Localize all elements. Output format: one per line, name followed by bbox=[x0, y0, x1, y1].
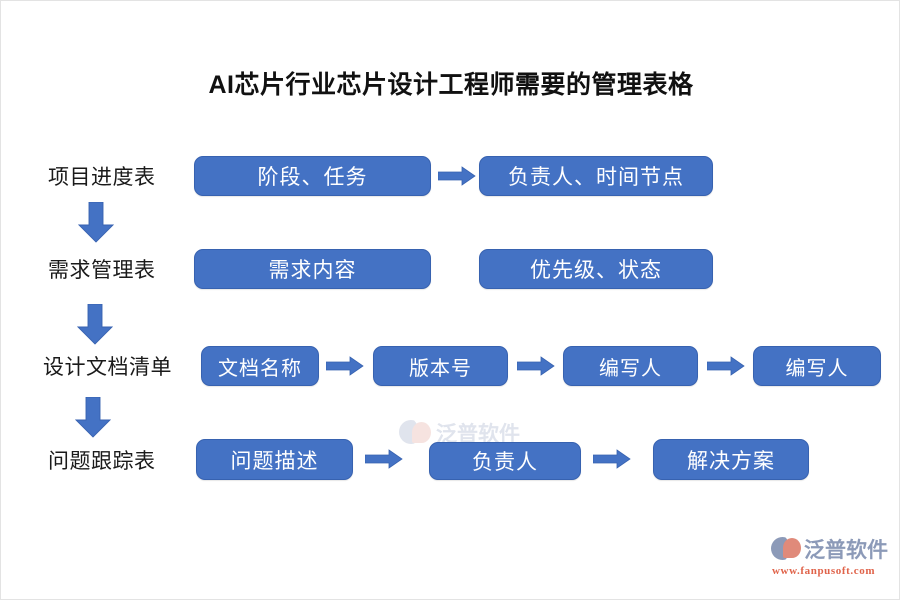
arrow-right-icon bbox=[593, 449, 631, 469]
arrow-down-icon bbox=[78, 202, 114, 243]
node-requirement-content[interactable]: 需求内容 bbox=[194, 249, 431, 289]
brand-name: 泛普软件 bbox=[804, 539, 888, 562]
node-issue-owner[interactable]: 负责人 bbox=[429, 442, 581, 480]
node-solution[interactable]: 解决方案 bbox=[653, 439, 809, 480]
arrow-right-icon bbox=[365, 449, 403, 469]
node-priority-status[interactable]: 优先级、状态 bbox=[479, 249, 713, 289]
arrow-down-icon bbox=[77, 304, 113, 345]
row-label-design-doc-list: 设计文档清单 bbox=[43, 355, 172, 379]
node-stage-task[interactable]: 阶段、任务 bbox=[194, 156, 431, 196]
node-author-1[interactable]: 编写人 bbox=[563, 346, 698, 386]
node-author-2[interactable]: 编写人 bbox=[753, 346, 881, 386]
watermark-mark-icon bbox=[399, 418, 433, 448]
row-label-requirement-management: 需求管理表 bbox=[48, 258, 156, 282]
node-issue-description[interactable]: 问题描述 bbox=[196, 439, 353, 480]
arrow-right-icon bbox=[438, 166, 476, 186]
arrow-right-icon bbox=[517, 356, 555, 376]
page-title: AI芯片行业芯片设计工程师需要的管理表格 bbox=[208, 71, 694, 99]
node-owner-milestone[interactable]: 负责人、时间节点 bbox=[479, 156, 713, 196]
node-version-number[interactable]: 版本号 bbox=[373, 346, 508, 386]
brand-url: www.fanpusoft.com bbox=[772, 565, 876, 577]
arrow-right-icon bbox=[707, 356, 745, 376]
row-label-project-schedule: 项目进度表 bbox=[48, 165, 156, 189]
node-doc-name[interactable]: 文档名称 bbox=[201, 346, 319, 386]
arrow-right-icon bbox=[326, 356, 364, 376]
brand-mark-icon bbox=[771, 535, 801, 563]
brand-logo: 泛普软件 www.fanpusoft.com bbox=[771, 534, 895, 584]
arrow-down-icon bbox=[75, 397, 111, 438]
row-label-issue-tracking: 问题跟踪表 bbox=[48, 449, 156, 473]
